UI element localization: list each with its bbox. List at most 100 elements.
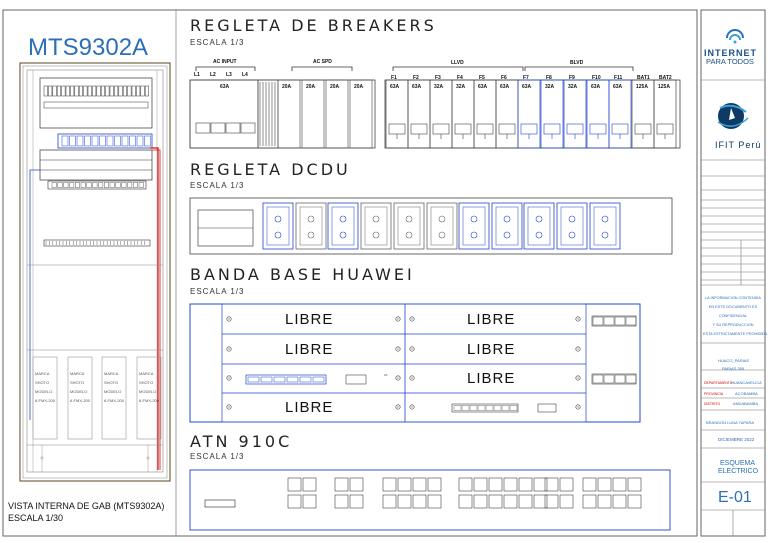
spd-rating: 20A xyxy=(354,84,364,90)
battery-label: 6-FMX-200 xyxy=(104,398,125,403)
dc-breaker-rating: 63A xyxy=(591,84,601,90)
screw-icon xyxy=(575,346,581,352)
confidential-note-line: LA INFORMACION CONTENIDA xyxy=(705,296,761,300)
dc-breaker xyxy=(563,79,587,149)
dcdu-title: REGLETA DCDU xyxy=(190,160,351,179)
dcdu-breaker xyxy=(523,202,555,250)
bbu-slot-label: LIBRE xyxy=(285,399,334,416)
battery xyxy=(136,356,162,440)
bbu-slot-label: LIBRE xyxy=(467,341,516,358)
ac-terminal-label: L3 xyxy=(226,72,232,78)
dc-breaker-rating: 125A xyxy=(658,84,670,90)
ac-terminal-label: L4 xyxy=(242,72,248,78)
battery-label: SHOTO xyxy=(104,380,119,385)
screw-icon xyxy=(409,375,415,381)
atn-title: ATN 910C xyxy=(190,432,293,451)
dc-breaker-rating: 63A xyxy=(390,84,400,90)
breakers-scale: ESCALA 1/3 xyxy=(190,38,245,47)
confidential-note-line: CONFIDENCIAL xyxy=(718,314,748,318)
dc-breaker-rating: 32A xyxy=(434,84,444,90)
dc-breaker-rating: 63A xyxy=(613,84,623,90)
district-label: DISTRITO xyxy=(704,402,721,406)
atn-chassis xyxy=(189,469,671,531)
battery-label: MARCA xyxy=(70,371,85,376)
battery-label: SHOTO xyxy=(35,380,50,385)
dcdu-breaker xyxy=(491,202,523,250)
dc-breaker-rating: 32A xyxy=(456,84,466,90)
screw-icon xyxy=(575,375,581,381)
screw-icon xyxy=(395,316,401,322)
location-line-1: HUACO_PARIAS xyxy=(718,358,750,363)
bbu-title: BANDA BASE HUAWEI xyxy=(190,265,415,284)
dcdu-strip xyxy=(189,197,673,255)
dc-breaker-label: F10 xyxy=(592,75,601,81)
dc-breaker-rating: 63A xyxy=(500,84,510,90)
spd-rating: 20A xyxy=(330,84,340,90)
dc-breaker xyxy=(517,79,541,149)
dc-breaker-label: F1 xyxy=(391,75,397,81)
dcdu-breaker xyxy=(458,202,490,250)
battery-label: SHOTO xyxy=(139,380,154,385)
screw-icon xyxy=(409,346,415,352)
ac-terminal-label: L2 xyxy=(210,72,216,78)
dc-breaker-rating: 63A xyxy=(478,84,488,90)
partner-name: IFIT Perú xyxy=(715,140,762,150)
dc-breaker-rating: 32A xyxy=(568,84,578,90)
spd-module xyxy=(277,79,301,149)
dc-breaker-rating: 63A xyxy=(522,84,532,90)
group-label-ac-input: AC INPUT xyxy=(213,59,237,65)
dc-breaker-label: F9 xyxy=(569,75,575,81)
ac-main-rating: 63A xyxy=(220,84,230,90)
screw-icon xyxy=(395,375,401,381)
spd-module xyxy=(349,79,373,149)
cabinet-scale: ESCALA 1/30 xyxy=(8,513,64,523)
screw-icon xyxy=(226,404,232,410)
cabinet-elevation xyxy=(19,62,171,482)
battery xyxy=(32,356,58,440)
logo-text-bottom: PARA TODOS xyxy=(706,57,754,66)
dc-breaker-label: F2 xyxy=(413,75,419,81)
battery-label: MARCA xyxy=(104,371,119,376)
battery-label: 6-FMX-200 xyxy=(70,398,91,403)
title-block-frame xyxy=(700,9,766,537)
group-label-ac-spd: AC SPD xyxy=(313,59,332,65)
dcdu-breaker xyxy=(556,202,588,250)
confidential-note-line: EN ESTE DOCUMENTO ES xyxy=(708,305,758,309)
svg-text:≡≡: ≡≡ xyxy=(384,373,388,377)
battery xyxy=(67,356,93,440)
screw-icon xyxy=(575,404,581,410)
dc-breaker xyxy=(608,79,632,149)
dc-breaker-label: F4 xyxy=(457,75,463,81)
bbu-slot-label: LIBRE xyxy=(285,311,334,328)
dc-breaker-label: F11 xyxy=(614,75,623,81)
ac-terminal-label: L1 xyxy=(194,72,200,78)
dcdu-breaker xyxy=(327,202,359,250)
battery xyxy=(101,356,127,440)
battery-label: MARCA xyxy=(35,371,50,376)
cabinet-name: MTS9302A xyxy=(28,34,149,61)
dcdu-breaker xyxy=(393,202,425,250)
screw-icon xyxy=(409,404,415,410)
breaker-strip xyxy=(189,66,681,149)
screw-icon xyxy=(395,346,401,352)
battery-label: MODELO xyxy=(70,389,88,394)
dcdu-breaker xyxy=(262,202,294,250)
battery-label: 6-FMX-200 xyxy=(35,398,56,403)
group-label-llvd: LLVD xyxy=(451,60,464,66)
title-block xyxy=(701,29,765,536)
confidential-note-line: ESTA ESTRICTAMENTE PROHIBIDA xyxy=(703,332,768,336)
spd-module xyxy=(325,79,349,149)
dc-breaker-label: BAT1 xyxy=(637,75,650,81)
logo-text-top: INTERNET xyxy=(704,48,757,58)
screw-icon xyxy=(226,346,232,352)
dcdu-scale: ESCALA 1/3 xyxy=(190,181,245,190)
dc-breaker xyxy=(540,79,564,149)
screw-icon xyxy=(395,404,401,410)
bbu-chassis: ≡≡ xyxy=(189,303,641,423)
bbu-slot-label: LIBRE xyxy=(285,341,334,358)
bbu-scale: ESCALA 1/3 xyxy=(190,287,245,296)
cabinet-view-caption: VISTA INTERNA DE GAB (MTS9302A) xyxy=(8,501,165,511)
bbu-slot-label: LIBRE xyxy=(467,311,516,328)
screw-icon xyxy=(409,316,415,322)
